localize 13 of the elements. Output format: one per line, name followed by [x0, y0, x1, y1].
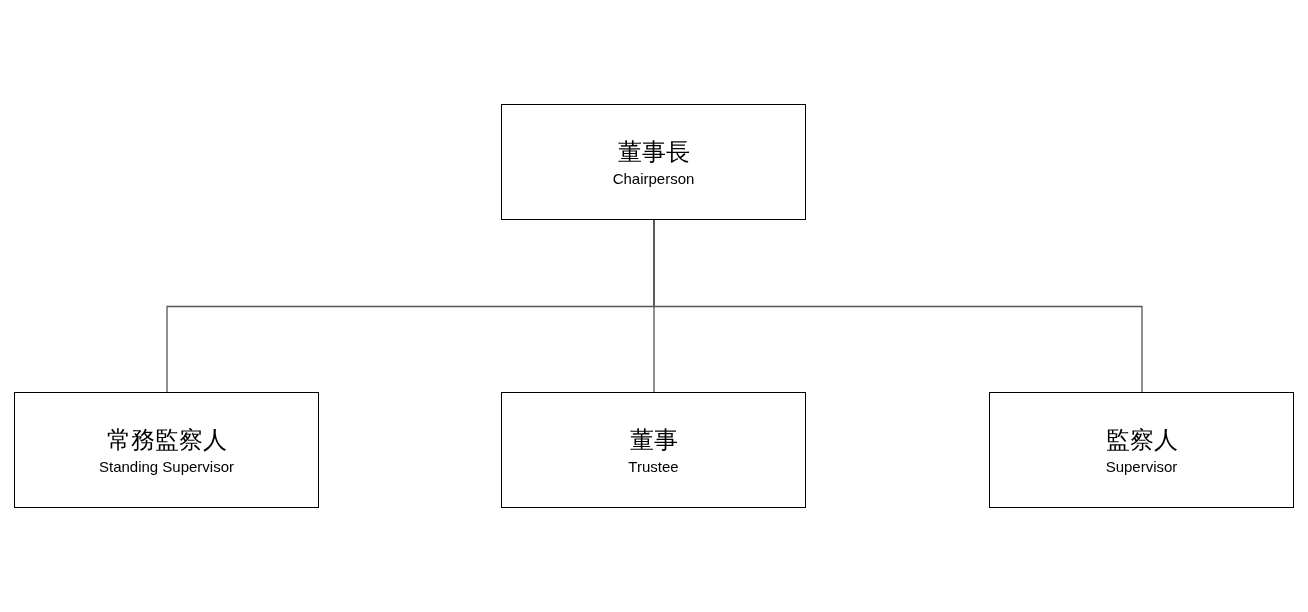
role-subtitle: Standing Supervisor: [98, 456, 235, 476]
role-title: 常務監察人: [106, 424, 227, 455]
org-box: [14, 392, 319, 508]
role-title: 監察人: [1105, 424, 1178, 455]
role-title: 董事長: [617, 136, 690, 167]
org-box: [501, 392, 806, 508]
org-box: [501, 104, 806, 220]
role-subtitle: Chairperson: [612, 168, 695, 188]
role-subtitle: Supervisor: [1105, 456, 1178, 476]
role-subtitle: Trustee: [628, 456, 679, 476]
role-title: 董事: [629, 424, 678, 455]
org-box: [989, 392, 1294, 508]
connector-line: [653, 219, 1143, 393]
